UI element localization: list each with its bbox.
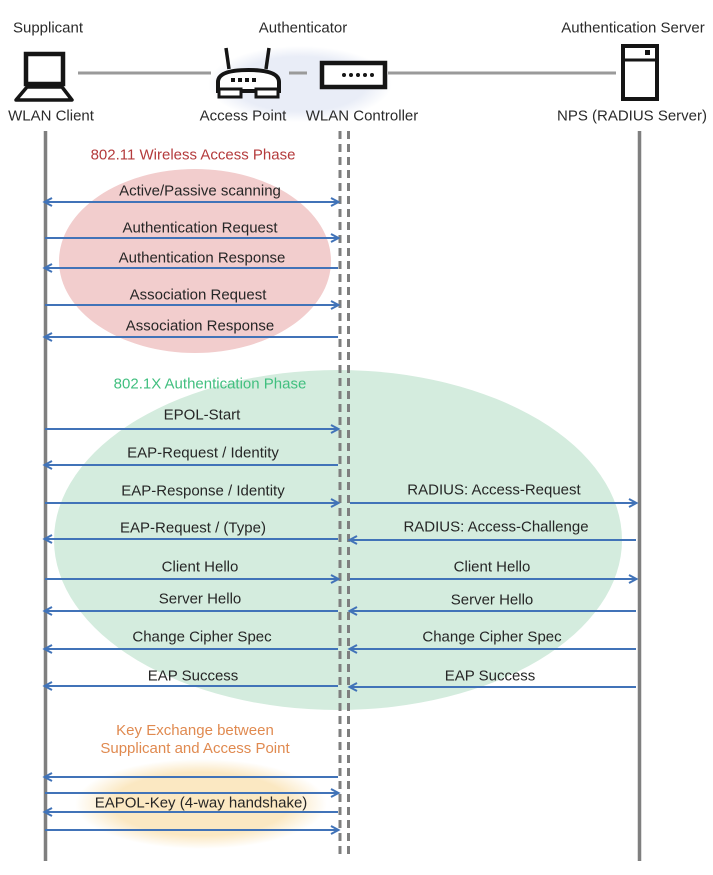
msg-client-hello-right: Client Hello	[453, 558, 531, 576]
node-label-nps-radius-server: NPS (RADIUS Server)	[556, 107, 708, 125]
msg-eap-response-identity: EAP-Response / Identity	[121, 482, 285, 500]
phase1-ellipse	[59, 169, 331, 353]
node-label-wlan-controller: WLAN Controller	[305, 107, 419, 125]
msg-eapol-key-4-way-handshake: EAPOL-Key (4-way handshake)	[94, 794, 308, 812]
wlan-controller-icon	[319, 60, 388, 90]
msg-change-cipher-spec-left: Change Cipher Spec	[132, 628, 272, 646]
msg-association-response: Association Response	[125, 317, 275, 335]
role-label-authentication-server: Authentication Server	[561, 19, 705, 37]
msg-authentication-request: Authentication Request	[122, 219, 278, 237]
msg-eap-request-type: EAP-Request / (Type)	[120, 519, 266, 537]
msg-radius-access-challenge: RADIUS: Access-Challenge	[403, 518, 589, 536]
msg-authentication-response: Authentication Response	[118, 249, 286, 267]
msg-eap-request-identity: EAP-Request / Identity	[127, 444, 279, 462]
phase2-title: 802.1X Authentication Phase	[113, 375, 307, 393]
role-label-authenticator: Authenticator	[258, 19, 348, 37]
access-point-icon	[216, 47, 281, 99]
msg-epol-start: EPOL-Start	[163, 406, 241, 424]
msg-eap-success-right: EAP Success	[444, 667, 536, 685]
msg-server-hello-left: Server Hello	[158, 590, 242, 608]
msg-radius-access-request: RADIUS: Access-Request	[407, 481, 581, 499]
controller-server-arrows	[347, 498, 639, 692]
msg-server-hello-right: Server Hello	[450, 591, 534, 609]
node-label-wlan-client: WLAN Client	[8, 107, 94, 125]
phase3-ellipse	[75, 759, 327, 849]
msg-client-hello-left: Client Hello	[161, 558, 239, 576]
role-label-supplicant: Supplicant	[12, 19, 84, 37]
phase3-title: Key Exchange between Supplicant and Acce…	[100, 722, 290, 757]
laptop-icon	[14, 51, 74, 102]
client-controller-arrows	[42, 197, 341, 835]
msg-active-passive-scanning: Active/Passive scanning	[119, 182, 281, 200]
msg-change-cipher-spec-right: Change Cipher Spec	[422, 628, 562, 646]
msg-eap-success-left: EAP Success	[147, 667, 239, 685]
phase1-title: 802.11 Wireless Access Phase	[90, 146, 296, 164]
msg-association-request: Association Request	[129, 286, 267, 304]
server-icon	[621, 44, 659, 101]
node-label-access-point: Access Point	[199, 107, 287, 125]
